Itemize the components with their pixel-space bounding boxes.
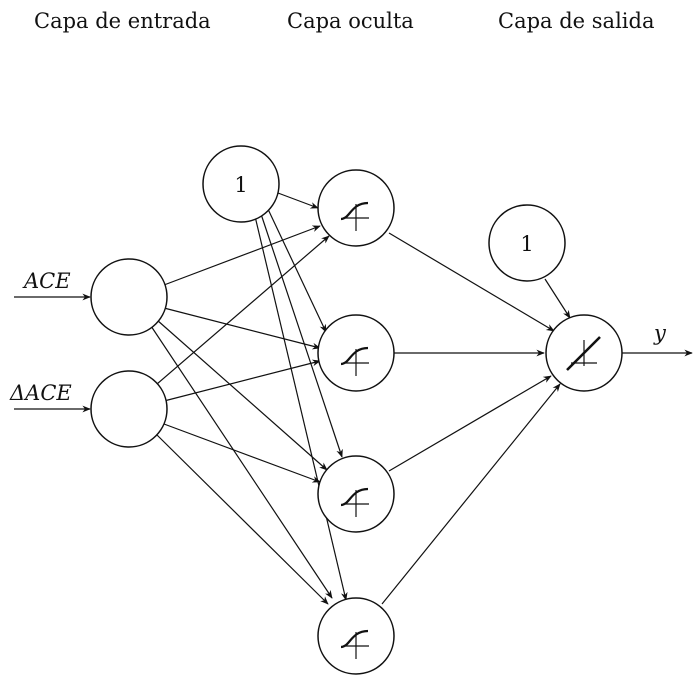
edge-bias-h2 <box>266 206 327 333</box>
input-layer-title: Capa de entrada <box>34 9 211 33</box>
edge-bias-h3 <box>259 210 343 458</box>
ace-input-label: ACE <box>22 269 71 293</box>
input-arrows <box>14 293 91 413</box>
input-neuron-delta-ace <box>90 370 168 448</box>
edge-dace-h1 <box>156 235 330 385</box>
hidden-neuron-2 <box>317 314 395 392</box>
sigmoid-icon <box>340 629 369 659</box>
edge-ace-h3 <box>156 319 328 471</box>
edge-ace-h2 <box>163 307 321 350</box>
edge-ace-h1 <box>163 225 321 286</box>
hidden-bias-label: 1 <box>234 173 247 197</box>
edge-bias-out <box>544 278 571 319</box>
delta-ace-input-label: ΔACE <box>9 381 72 405</box>
hidden-bias-neuron <box>202 145 280 223</box>
edge-dace-h2 <box>163 359 321 402</box>
sigmoid-icon <box>340 487 369 517</box>
output-layer-title: Capa de salida <box>498 9 655 33</box>
output-bias-neuron <box>488 204 566 282</box>
input-neuron-ace <box>90 258 168 336</box>
output-neuron <box>545 314 623 392</box>
edge-ace-h4 <box>150 325 333 599</box>
linear-activation-icon <box>566 336 601 371</box>
edge-bias-h4 <box>253 211 348 601</box>
sigmoid-icon <box>340 346 369 376</box>
edge-h1-out <box>388 232 555 332</box>
edge-dace-h4 <box>156 434 329 605</box>
output-bias-label: 1 <box>520 232 533 256</box>
edge-h4-out <box>381 383 561 605</box>
edge-dace-h3 <box>163 423 321 483</box>
connections <box>150 192 693 605</box>
output-label: y <box>653 321 667 345</box>
edge-h3-out <box>388 375 552 472</box>
hidden-neuron-3 <box>317 455 395 533</box>
hidden-neuron-4 <box>317 597 395 675</box>
hidden-layer-title: Capa oculta <box>287 9 414 33</box>
sigmoid-icon <box>340 201 369 231</box>
hidden-neuron-1 <box>317 169 395 247</box>
edge-bias-h1 <box>277 192 319 209</box>
